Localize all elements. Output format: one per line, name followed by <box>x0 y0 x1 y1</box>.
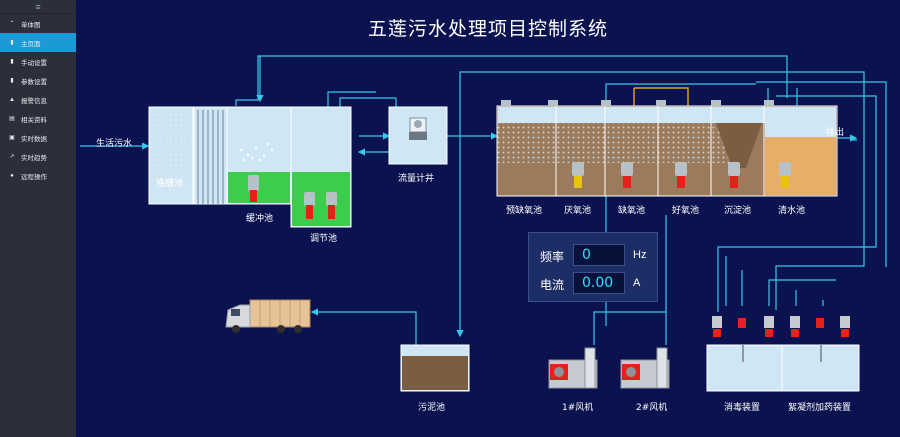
sidebar-item-label: 参数设置 <box>21 78 47 86</box>
label-fan-2: 2#风机 <box>636 403 668 413</box>
biological-tanks <box>496 100 838 197</box>
sidebar-item-3[interactable]: ▮ 参数设置 <box>0 71 76 90</box>
sidebar-item-6[interactable]: ▣ 实时数据 <box>0 128 76 147</box>
sidebar-item-0[interactable]: ⌃ 单体图 <box>0 14 76 33</box>
sidebar-menu: ⌃ 单体图 ▮ 主页面 ▮ 手动设置 ▮ 参数设置 ▲ 报警信息 ▤ 相关资料 ▣ 实时数据 ↗ 实时趋势 ● 远… <box>0 14 76 185</box>
label-buffer: 缓冲池 <box>246 214 274 224</box>
page-icon: ▮ <box>10 40 14 46</box>
orange-pipe <box>633 87 689 110</box>
process-diagram <box>80 55 887 392</box>
label-aerobic: 好氧池 <box>672 206 700 216</box>
label-disinfect: 消毒装置 <box>724 403 761 413</box>
fan-2 <box>620 347 670 389</box>
adjust-tank <box>290 106 352 228</box>
current-row: 电流 0.00 A <box>529 270 659 296</box>
current-label: 电流 <box>540 278 565 292</box>
buffer-tank <box>226 106 292 205</box>
sidebar-item-2[interactable]: ▮ 手动设置 <box>0 52 76 71</box>
page-icon: ▮ <box>10 78 14 84</box>
trend-icon: ↗ <box>9 154 15 160</box>
sidebar-item-label: 主页面 <box>21 40 41 48</box>
sidebar-item-label: 实时数据 <box>21 135 47 143</box>
frequency-unit: Hz <box>633 249 647 261</box>
label-grille: 格栅池 <box>156 179 184 189</box>
sidebar-item-label: 单体图 <box>21 21 41 29</box>
fan-1 <box>548 347 598 389</box>
label-sludge: 污泥池 <box>418 403 446 413</box>
current-unit: A <box>633 277 641 289</box>
sidebar-item-label: 报警信息 <box>21 97 47 105</box>
label-anoxic: 缺氧池 <box>618 206 646 216</box>
sidebar-item-5[interactable]: ▤ 相关资料 <box>0 109 76 128</box>
sidebar-item-7[interactable]: ↗ 实时趋势 <box>0 147 76 166</box>
main-panel: 五莲污水处理项目控制系统 <box>76 0 900 437</box>
warning-icon: ▲ <box>9 96 15 103</box>
frequency-value: 0 <box>573 244 625 266</box>
label-sewage-in: 生活污水 <box>96 139 133 149</box>
grille-tank <box>148 106 228 205</box>
location-pin-icon: ● <box>10 172 14 179</box>
label-fan-1: 1#风机 <box>562 403 594 413</box>
label-flocculant: 絮凝剂加药装置 <box>788 403 852 413</box>
sidebar: ≡ ⌃ 单体图 ▮ 主页面 ▮ 手动设置 ▮ 参数设置 ▲ 报警信息 ▤ 相关资料 ▣ 实时数据 ↗ 实时趋势… <box>0 0 76 437</box>
sidebar-item-label: 相关资料 <box>21 116 47 124</box>
sidebar-item-1[interactable]: ▮ 主页面 <box>0 33 76 52</box>
page-title: 五莲污水处理项目控制系统 <box>367 18 608 40</box>
sidebar-item-8[interactable]: ● 远程操作 <box>0 166 76 185</box>
dosing-units <box>706 316 860 392</box>
label-anaerobic: 厌氧池 <box>564 206 592 216</box>
label-adjust: 调节池 <box>310 234 338 244</box>
sludge-truck <box>225 299 311 333</box>
meter-panel: 频率 0 Hz 电流 0.00 A <box>528 232 658 302</box>
label-pre-anoxic: 预缺氧池 <box>506 206 543 216</box>
frequency-label: 频率 <box>540 250 565 264</box>
document-icon: ▤ <box>9 116 15 122</box>
label-sediment: 沉淀池 <box>724 206 752 216</box>
label-clear: 清水池 <box>778 206 806 216</box>
label-discharge: 排出 <box>826 128 845 138</box>
frequency-row: 频率 0 Hz <box>529 242 659 268</box>
current-value: 0.00 <box>573 272 625 294</box>
label-flowmeter: 流量计井 <box>398 174 435 184</box>
menu-toggle-icon[interactable]: ≡ <box>0 0 76 14</box>
sidebar-item-4[interactable]: ▲ 报警信息 <box>0 90 76 109</box>
sidebar-item-label: 手动设置 <box>21 59 47 67</box>
sidebar-item-label: 实时趋势 <box>21 154 47 162</box>
pipe-network <box>80 55 887 345</box>
image-icon: ▣ <box>9 135 15 141</box>
sludge-tank <box>400 344 470 392</box>
sidebar-item-label: 远程操作 <box>21 173 47 181</box>
flowmeter-well <box>388 106 448 165</box>
chevron-up-icon: ⌃ <box>9 21 15 27</box>
page-icon: ▮ <box>10 59 14 65</box>
